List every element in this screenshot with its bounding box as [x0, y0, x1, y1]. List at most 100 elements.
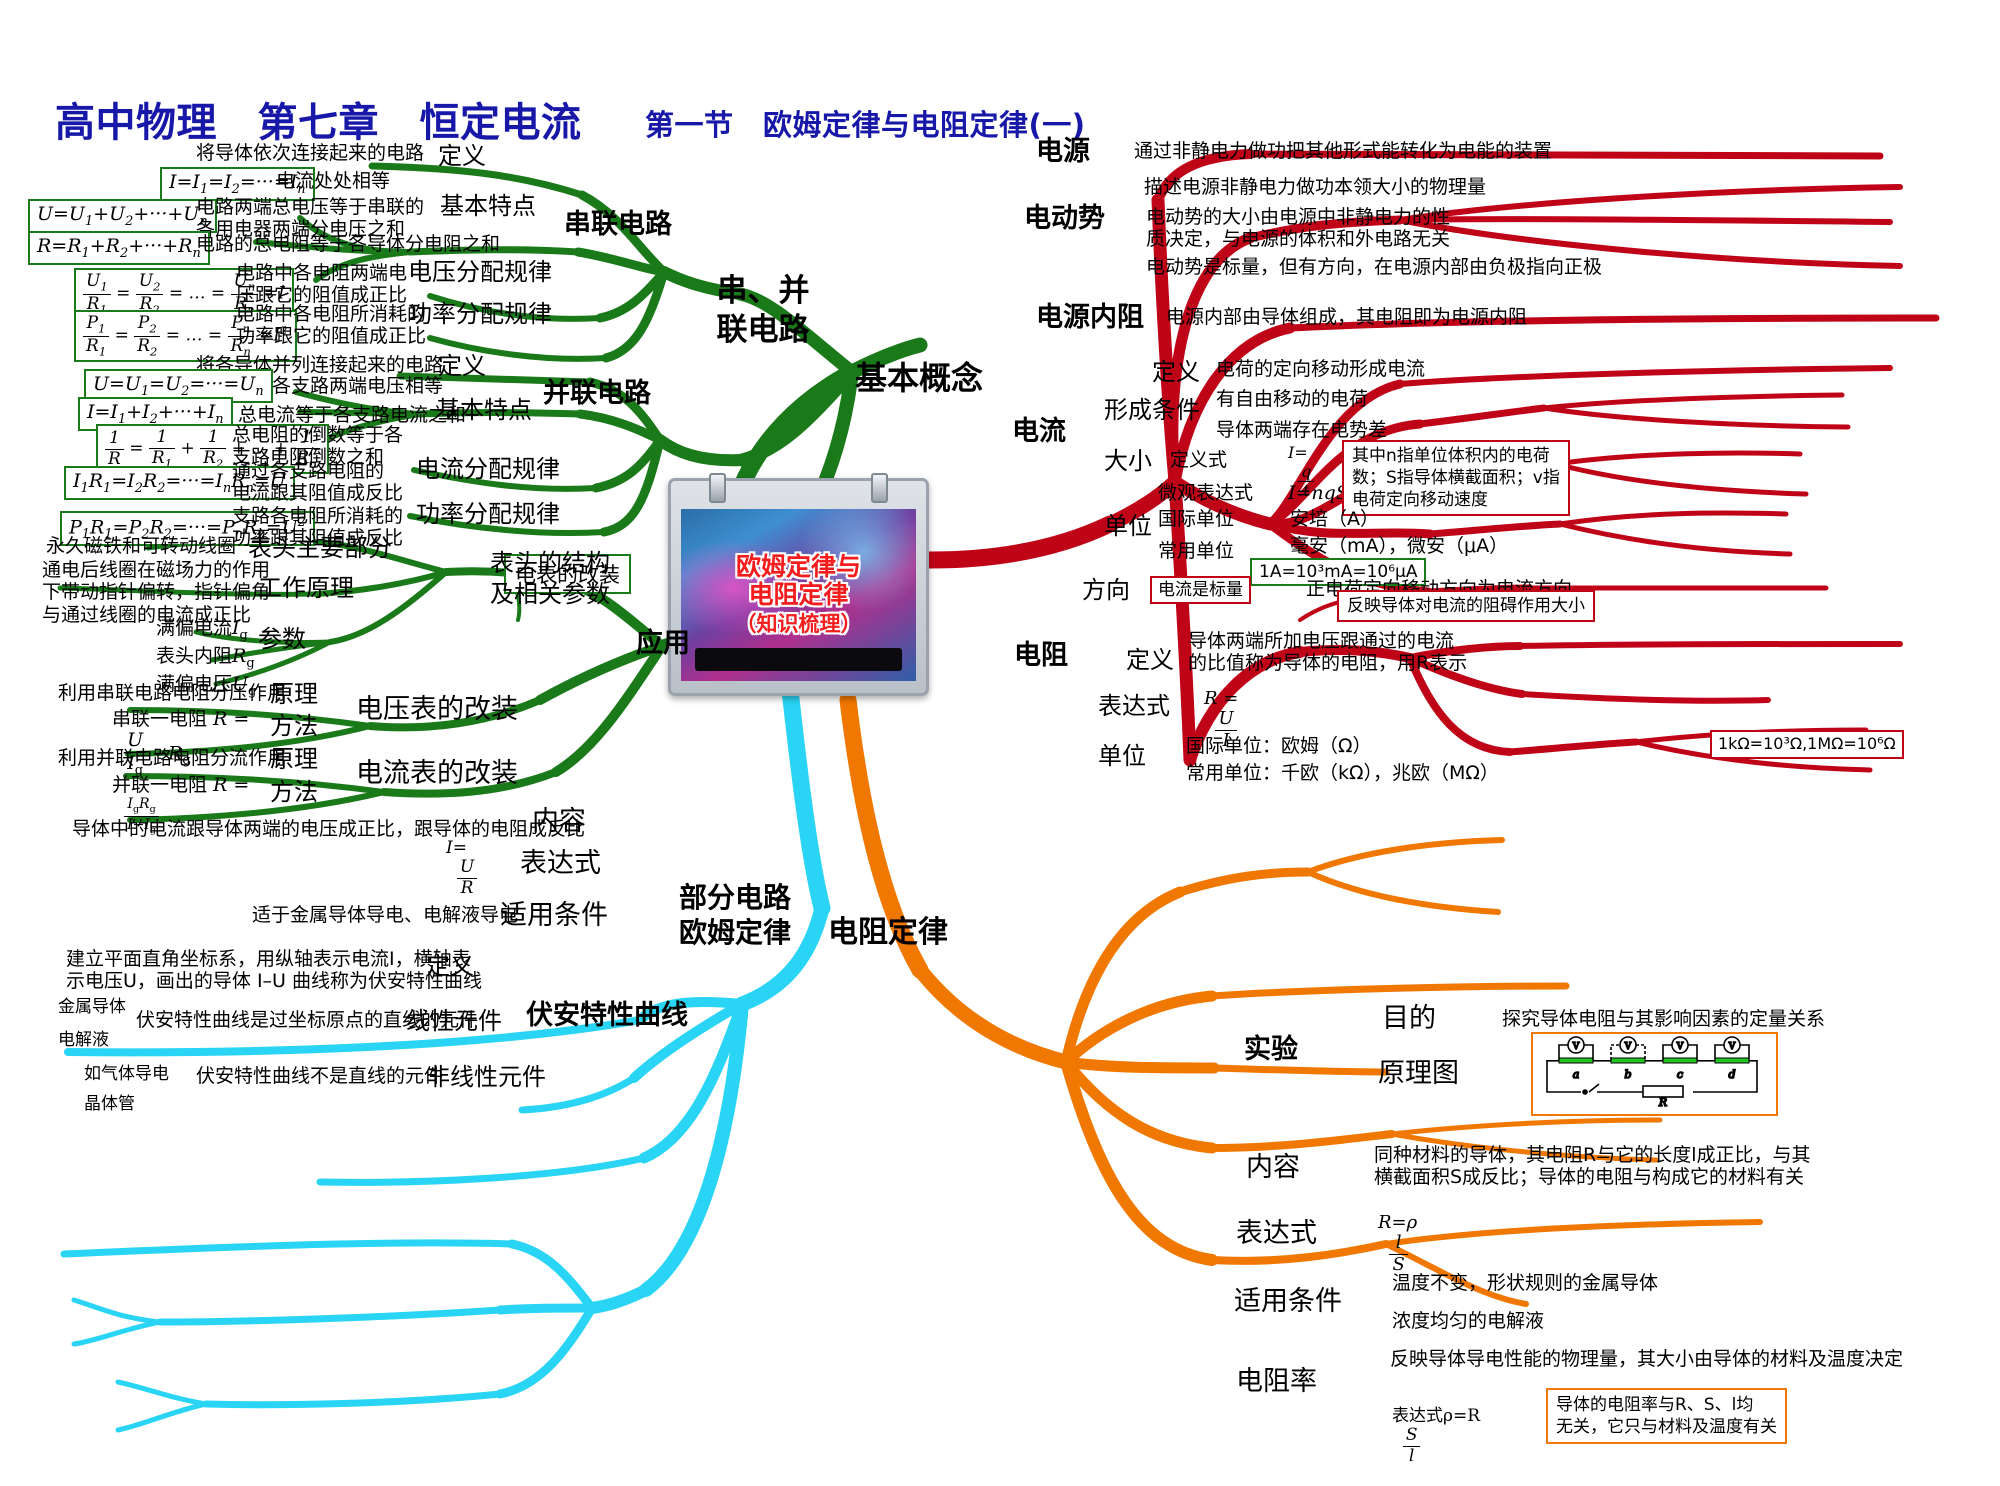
node-current-micro-label: 微观表达式 — [1158, 482, 1254, 504]
linear-example-metal: 金属导体 — [58, 997, 126, 1017]
node-series-power-rule[interactable]: 功率分配规律 — [408, 300, 552, 328]
node-experiment-diagram[interactable]: 原理图 — [1378, 1058, 1459, 1089]
emf-text-1: 描述电源非静电力做功本领大小的物理量 — [1144, 176, 1487, 198]
node-parallel-circuit[interactable]: 并联电路 — [543, 378, 651, 409]
node-resistivity[interactable]: 电阻率 — [1236, 1366, 1317, 1397]
emf-text-3: 电动势是标量，但有方向，在电源内部由负极指向正极 — [1146, 256, 1603, 278]
node-voltmeter-principle[interactable]: 原理 — [270, 680, 318, 708]
node-resistance[interactable]: 电阻 — [1014, 640, 1068, 671]
node-parallel-basic[interactable]: 基本特点 — [436, 396, 532, 424]
node-meter-principle[interactable]: 工作原理 — [258, 574, 354, 602]
node-current-definition[interactable]: 定义 — [1152, 358, 1200, 386]
center-topic-card: 欧姆定律与 电阻定律 （知识梳理） — [668, 473, 929, 696]
branch-partial-ohm[interactable]: 部分电路欧姆定律 — [678, 881, 791, 949]
meter-principle-text: 通电后线圈在磁场力的作用 下带动指针偏转，指针偏角 与通过线圈的电流成正比 — [42, 559, 271, 626]
node-ohm-condition[interactable]: 适用条件 — [500, 900, 608, 931]
current-is-scalar-note: 电流是标量 — [1150, 576, 1251, 605]
node-experiment[interactable]: 实验 — [1244, 1034, 1298, 1065]
node-nonlinear-element[interactable]: 非线性元件 — [426, 1063, 546, 1091]
resistance-si-unit: 国际单位：欧姆（Ω） — [1186, 735, 1372, 757]
page-subtitle: 第一节 欧姆定律与电阻定律(一) — [645, 108, 1086, 142]
node-iv-curve[interactable]: 伏安特性曲线 — [526, 1000, 688, 1031]
node-current-magnitude[interactable]: 大小 — [1104, 447, 1152, 475]
node-series-circuit[interactable]: 串联电路 — [564, 209, 672, 240]
node-parallel-definition[interactable]: 定义 — [438, 352, 486, 380]
node-experiment-purpose[interactable]: 目的 — [1382, 1003, 1436, 1034]
current-magnitude-note: 其中n指单位体积内的电荷 数；S指导体横截面积；v指 电荷定向移动速度 — [1342, 440, 1570, 517]
parallel-current-rule-text: 通过各支路电阻的 电流跟其阻值成反比 — [232, 460, 404, 505]
branch-basic-concepts[interactable]: 基本概念 — [855, 359, 984, 397]
parallel-voltage-text: 各支路两端电压相等 — [272, 375, 444, 397]
node-series-definition[interactable]: 定义 — [438, 142, 486, 170]
node-parallel-current-rule[interactable]: 电流分配规律 — [416, 455, 560, 483]
node-voltmeter-modification[interactable]: 电压表的改装 — [356, 694, 518, 725]
series-voltage-rule-text: 电路中各电阻两端电 压跟它的阻值成正比 — [236, 262, 408, 307]
current-definition-text: 电荷的定向移动形成电流 — [1216, 358, 1426, 380]
node-iv-definition[interactable]: 定义 — [426, 952, 474, 980]
node-si-unit-label: 国际单位 — [1158, 508, 1235, 530]
node-series-basic[interactable]: 基本特点 — [440, 192, 536, 220]
resistance-note: 反映导体对电流的阻碍作用大小 — [1337, 590, 1595, 623]
node-ammeter-method[interactable]: 方法 — [270, 778, 318, 806]
resistivity-text: 反映导体导电性能的物理量，其大小由导体的材料及温度决定 — [1390, 1348, 1904, 1370]
node-resistance-expression[interactable]: 表达式 — [1098, 692, 1170, 720]
center-caption-line3: （知识梳理） — [735, 612, 862, 637]
resistance-unit-conversion: 1kΩ=10³Ω,1MΩ=10⁶Ω — [1710, 730, 1904, 759]
center-caption-line2: 电阻定律 — [748, 580, 849, 610]
parallel-formula-current-ratio: I1R1=I2R2=···=InRn=U — [64, 466, 295, 500]
node-ohm-formula[interactable]: 表达式 — [520, 848, 601, 879]
parallel-formula-power-ratio: P1R1=P2R2=···=PnRn=U2 — [60, 511, 315, 547]
node-internal-resistance[interactable]: 电源内阻 — [1036, 302, 1144, 333]
series-resistance-text: 电路的总电阻等于各导体分电阻之和 — [196, 233, 501, 255]
branch-resistance-law[interactable]: 电阻定律 — [828, 915, 948, 950]
series-voltage-text: 电路两端总电压等于串联的 各用电器两端分电压之和 — [196, 196, 425, 241]
node-current[interactable]: 电流 — [1012, 416, 1066, 447]
center-caption: 欧姆定律与 电阻定律 （知识梳理） — [671, 553, 926, 637]
meter-modification-box[interactable]: 电表的改装 — [504, 554, 631, 594]
node-current-conditions[interactable]: 形成条件 — [1104, 396, 1200, 424]
node-resistance-law-expression[interactable]: 表达式 — [1236, 1218, 1317, 1249]
voltmeter-principle-text: 利用串联电路电阻分压作用 — [58, 682, 287, 704]
node-resistance-unit[interactable]: 单位 — [1098, 742, 1146, 770]
node-ammeter-principle[interactable]: 原理 — [270, 745, 318, 773]
ohm-condition-text: 适于金属导体导电、电解液导电 — [252, 904, 519, 926]
node-voltmeter-method[interactable]: 方法 — [270, 712, 318, 740]
node-resistance-definition[interactable]: 定义 — [1126, 646, 1174, 674]
node-ammeter-modification[interactable]: 电流表的改装 — [356, 758, 518, 789]
node-power-source[interactable]: 电源 — [1036, 136, 1090, 167]
node-current-unit[interactable]: 单位 — [1104, 512, 1152, 540]
node-resistance-law-content[interactable]: 内容 — [1246, 1152, 1300, 1183]
node-linear-element[interactable]: 线性元件 — [406, 1007, 502, 1035]
node-resistance-law-condition[interactable]: 适用条件 — [1234, 1286, 1342, 1317]
node-emf[interactable]: 电动势 — [1024, 203, 1105, 234]
node-meter-main-parts[interactable]: 表头主要部分 — [248, 534, 392, 562]
node-application[interactable]: 应用 — [636, 628, 690, 659]
nonlinear-element-text: 伏安特性曲线不是直线的元件 — [196, 1065, 444, 1087]
branch-series-parallel[interactable]: 串、并联电路 — [716, 273, 810, 348]
parallel-power-rule-text: 支路各电阻所消耗的 功率跟其阻值成反比 — [232, 505, 404, 550]
power-source-text: 通过非静电力做功把其他形式能转化为电能的装置 — [1134, 140, 1553, 162]
svg-text:V: V — [1676, 1042, 1684, 1052]
meter-param-full-voltage: 满偏电压Ug — [156, 673, 257, 699]
node-meter-params[interactable]: 参数 — [258, 625, 306, 653]
node-ohm-content[interactable]: 内容 — [532, 806, 586, 837]
node-current-definition-formula-label: 定义式 — [1170, 449, 1228, 471]
center-caption-line1: 欧姆定律与 — [735, 552, 861, 582]
resistivity-note: 导体的电阻率与R、S、l均 无关，它只与材料及温度有关 — [1546, 1388, 1787, 1445]
node-meter-head-structure[interactable]: 表头的结构 及相关参数 — [490, 549, 610, 609]
internal-resistance-text: 电源内部由导体组成，其电阻即为电源内阻 — [1166, 306, 1528, 328]
node-current-direction[interactable]: 方向 — [1082, 576, 1130, 604]
meter-main-parts-text: 永久磁铁和可转动线圈 — [46, 535, 237, 557]
node-parallel-power-rule[interactable]: 功率分配规律 — [416, 500, 560, 528]
emf-text-2: 电动势的大小由电源中非静电力的性 质决定，与电源的体积和外电路无关 — [1146, 206, 1451, 251]
node-common-unit-label: 常用单位 — [1158, 540, 1235, 562]
iv-definition-text: 建立平面直角坐标系，用纵轴表示电流I，横轴表 示电压U，画出的导体 I–U 曲线… — [66, 948, 482, 993]
node-series-voltage-rule[interactable]: 电压分配规律 — [408, 258, 552, 286]
resistance-common-unit: 常用单位：千欧（kΩ），兆欧（MΩ） — [1186, 762, 1499, 784]
svg-text:V: V — [1624, 1042, 1632, 1052]
